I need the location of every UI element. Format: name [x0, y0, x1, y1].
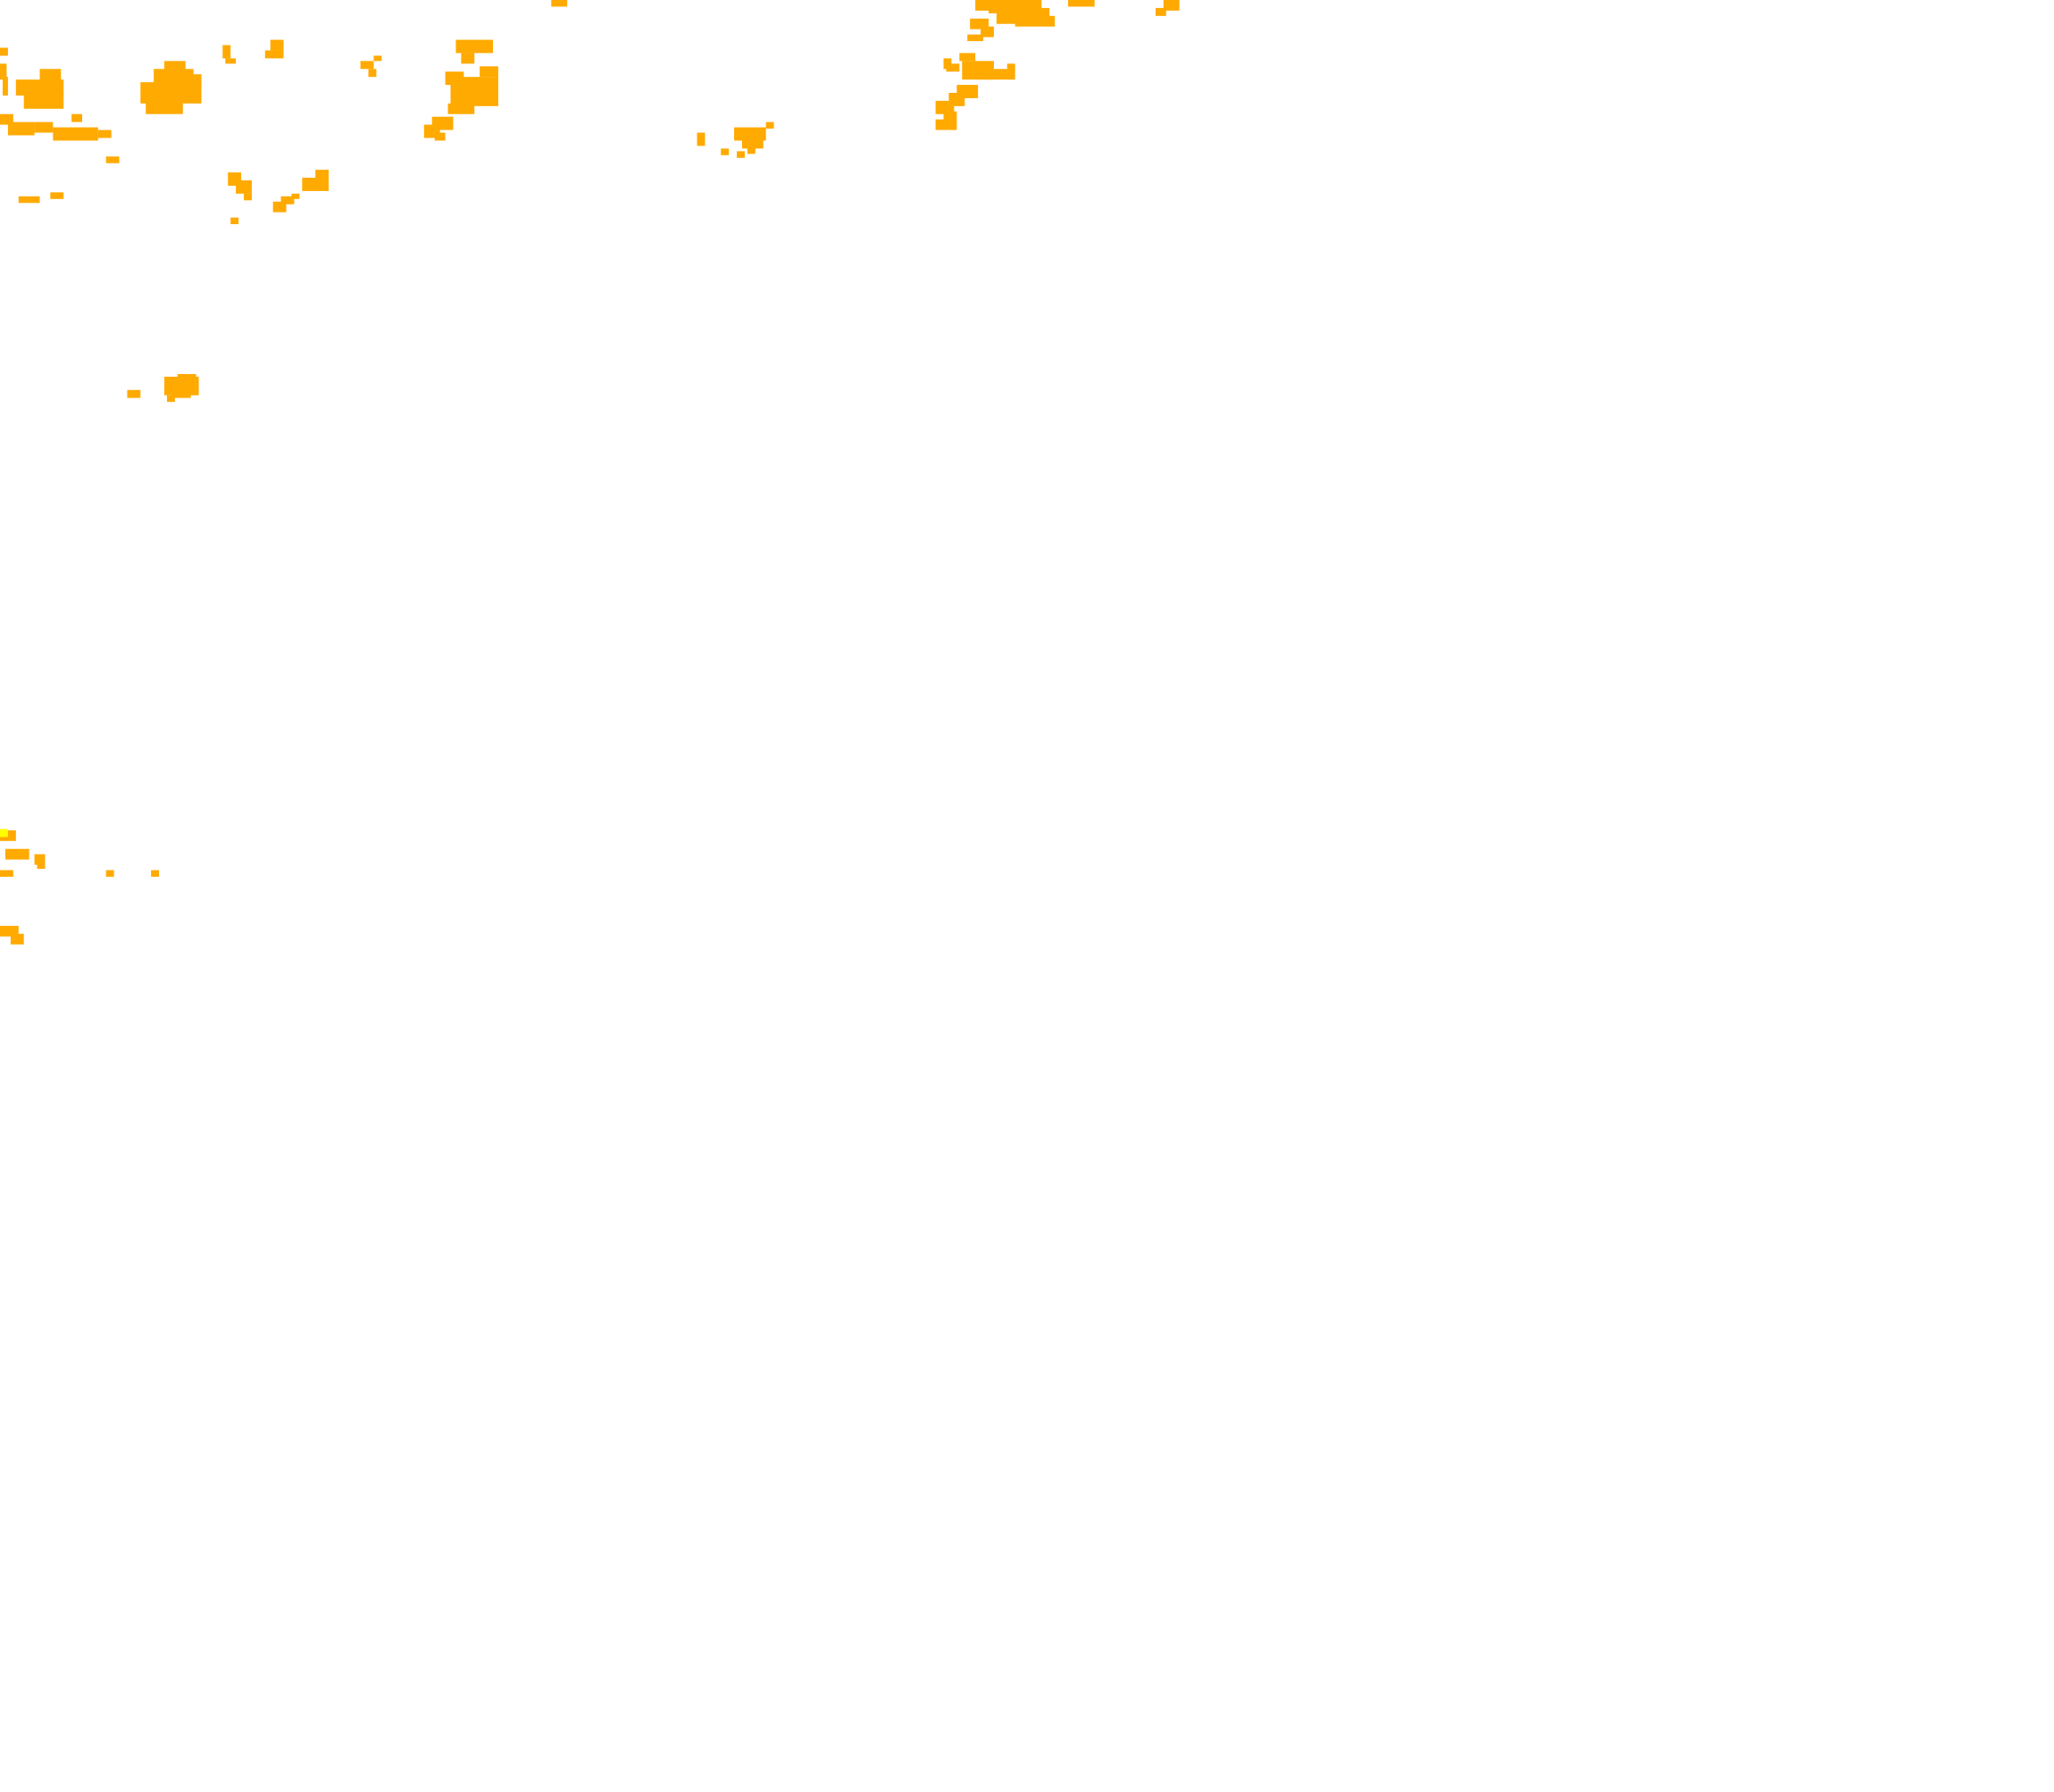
overlay-cell: [37, 862, 46, 870]
overlay-cell: [747, 146, 756, 154]
overlay-cell: [551, 0, 568, 7]
overlay-cell: [53, 127, 98, 141]
overlay-cell: [946, 63, 960, 72]
overlay-cell: [2, 77, 8, 96]
overlay-cell: [0, 63, 7, 80]
overlay-cell: [315, 170, 329, 181]
overlay-cell: [146, 97, 183, 114]
overlay-cell: [244, 193, 252, 201]
overlay-cell: [741, 138, 764, 149]
overlay-cell: [0, 870, 13, 877]
overlay-cell: [721, 148, 730, 155]
overlay-cell: [480, 66, 498, 78]
overlay-cell: [151, 870, 160, 877]
overlay-cell: [967, 34, 984, 42]
overlay-cell: [434, 132, 446, 141]
overlay-cell: [18, 196, 40, 204]
overlay-cell: [230, 217, 239, 225]
overlay-cell: [981, 26, 994, 38]
overlay-cell: [455, 39, 493, 54]
overlay-cell: [177, 373, 196, 382]
overlay-cell: [15, 79, 64, 96]
overlay-cell: [34, 854, 46, 865]
overlay-cell: [182, 74, 202, 88]
overlay-cell: [734, 127, 766, 141]
overlay-cell: [737, 151, 745, 158]
overlay-cell: [447, 103, 475, 114]
overlay-cell: [1006, 63, 1015, 72]
overlay-cell: [765, 121, 774, 129]
overlay-cell: [71, 113, 82, 122]
overlay-cell: [164, 61, 186, 72]
overlay-cell: [1163, 0, 1180, 11]
overlay-cell: [171, 387, 191, 398]
overlay-cell: [225, 58, 237, 64]
overlay-cell: [975, 0, 991, 11]
overlay-cell: [50, 192, 64, 199]
overlay-cell: [272, 201, 287, 213]
overlay-cell: [0, 925, 19, 937]
overlay-cell: [373, 55, 382, 62]
overlay-cell: [935, 119, 957, 130]
overlay-cell: [166, 395, 175, 403]
overlay-cell: [39, 69, 62, 83]
overlay-cell: [981, 69, 1015, 80]
overlay-cell: [956, 85, 979, 98]
overlay-cell: [105, 870, 114, 877]
overlay-cell: [959, 53, 976, 62]
overlay-cell: [943, 58, 952, 70]
overlay-cell: [34, 121, 54, 133]
overlay-cell: [264, 50, 284, 59]
overlay-cell: [105, 156, 120, 163]
overlay-cell: [360, 61, 374, 70]
overlay-cell: [461, 53, 475, 64]
overlay-cell: [1068, 0, 1095, 7]
overlay-cell: [697, 132, 706, 146]
overlay-cell: [236, 180, 252, 194]
overlay-cell: [10, 933, 24, 945]
overlay-cell: [7, 121, 35, 136]
overlay-cell: [368, 69, 377, 78]
overlay-cell: [1155, 7, 1166, 16]
overlay-cell: [302, 178, 329, 191]
overlay-cell: [943, 111, 957, 122]
overlay-cell: [127, 389, 141, 398]
overlay-cell: [0, 47, 8, 56]
overlay-cell: [291, 193, 300, 199]
overlay-cell: [280, 196, 295, 204]
overlay-cells-layer: [0, 0, 1180, 945]
overlay-cell: [23, 92, 64, 109]
overlay-cell: [1014, 15, 1056, 27]
overlay-cell: [222, 45, 231, 59]
overlay-cell: [97, 129, 112, 138]
overlay-cell: [970, 18, 989, 29]
overlay-cell: [4, 848, 29, 860]
overlay-cell: [270, 39, 284, 51]
overlay-cell: [445, 71, 464, 86]
overlay-cell-highlight: [0, 829, 8, 838]
overlay-cell: [0, 113, 13, 125]
